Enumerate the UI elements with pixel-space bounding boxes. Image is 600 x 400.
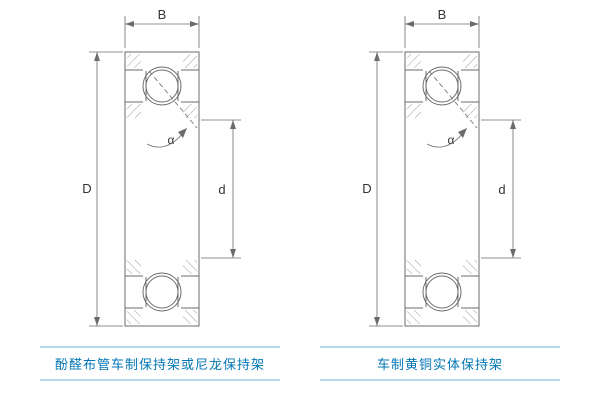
bearing-line-art	[89, 16, 241, 326]
caption-left: 酚醛布管车制保持架或尼龙保持架	[40, 346, 280, 381]
bearing-cross-section-diagram-left: B D d α	[82, 7, 275, 344]
bearing-cross-section-diagram-right: B D d α	[362, 7, 555, 344]
dimension-label-width: B	[438, 7, 447, 22]
bearing-panel-left: B D d α 酚醛布管车制保持架或尼龙保持架	[40, 4, 280, 381]
bearing-panel-right: B D d α 车制黄铜实体保持架	[320, 4, 560, 381]
contact-angle-label: α	[448, 133, 455, 147]
dimension-label-bore-diameter: d	[218, 182, 225, 197]
bearing-line-art	[369, 16, 521, 326]
caption-right: 车制黄铜实体保持架	[320, 346, 560, 381]
dimension-label-bore-diameter: d	[498, 182, 505, 197]
contact-angle-label: α	[168, 133, 175, 147]
dimension-label-outer-diameter: D	[362, 181, 371, 196]
dimension-label-outer-diameter: D	[82, 181, 91, 196]
dimension-label-width: B	[158, 7, 167, 22]
